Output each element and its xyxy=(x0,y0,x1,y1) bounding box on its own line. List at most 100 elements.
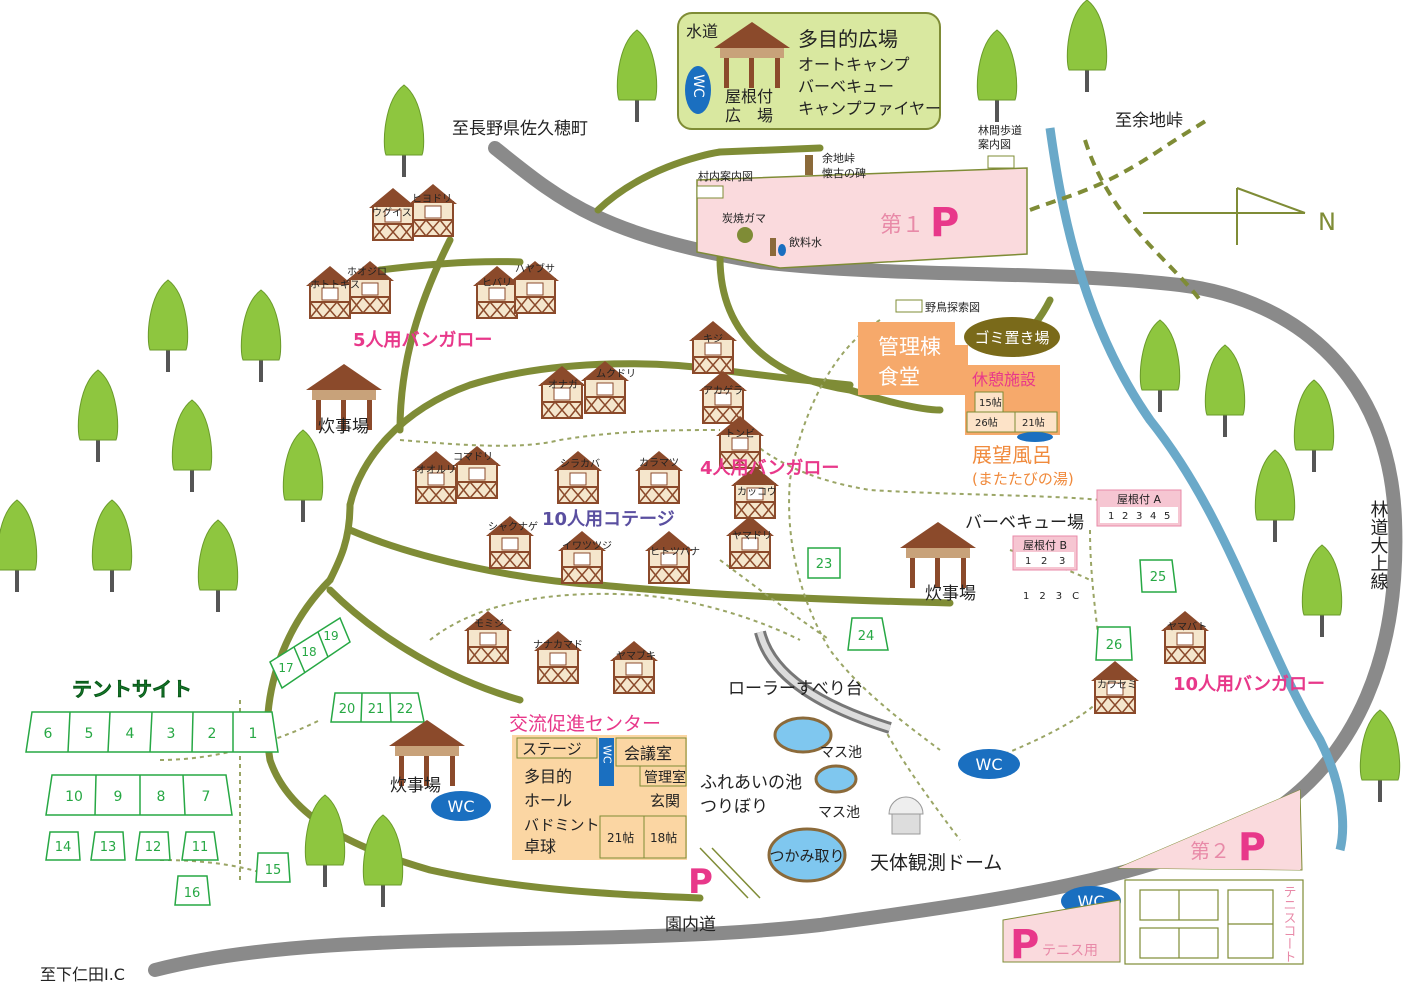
wc-center[interactable]: WC xyxy=(958,749,1020,779)
tent-site-13[interactable]: 13 xyxy=(100,840,117,855)
hut-label: ヒトツバナ xyxy=(650,546,700,558)
center-driveway xyxy=(699,847,761,899)
tent-site-14[interactable]: 14 xyxy=(55,840,72,855)
tennis-p: P xyxy=(1010,922,1039,968)
sites-17-19: 17 18 19 xyxy=(269,616,351,690)
parking2-label: 第２ xyxy=(1190,839,1230,863)
site-24[interactable]: 24 xyxy=(847,617,889,651)
roller-label: ローラーすべり台 xyxy=(728,679,863,699)
wc-tent[interactable]: WC xyxy=(431,791,491,821)
svg-text:WC: WC xyxy=(448,797,475,816)
center-hall-0: 多目的 xyxy=(524,767,572,786)
tent-kitchen-label: 炊事場 xyxy=(390,776,441,796)
site-23[interactable]: 23 xyxy=(807,547,841,579)
bath-title: 展望風呂 xyxy=(972,443,1052,467)
hut-yamabato[interactable] xyxy=(1160,610,1210,664)
hut-label: ホオジロ xyxy=(347,266,387,278)
hut-kiji[interactable] xyxy=(688,320,738,374)
site-15[interactable]: 15 xyxy=(255,852,291,883)
center-wc: WC xyxy=(601,745,614,764)
hut-hiyodori[interactable] xyxy=(408,183,458,237)
trail-map-icon xyxy=(987,155,1015,169)
kiln-label: 炭焼ガマ xyxy=(722,212,766,225)
hut-nanakamado[interactable] xyxy=(533,630,583,684)
tent-site-20[interactable]: 20 xyxy=(339,702,356,717)
tent-row-2 xyxy=(45,774,233,816)
tent-site-6[interactable]: 6 xyxy=(44,726,53,742)
bbq-roof-a[interactable]: 屋根付 A 1 2 3 4 5 xyxy=(1096,489,1182,527)
tennis-parking[interactable]: P テニス用 xyxy=(1002,899,1121,968)
wc-icon xyxy=(685,66,711,114)
hut-label: シラカバ xyxy=(560,458,600,470)
site-25[interactable]: 25 xyxy=(1139,559,1177,593)
site-26[interactable]: 26 xyxy=(1095,626,1133,661)
hut-label: カワセミ xyxy=(1097,679,1137,691)
catch-pond[interactable]: つかみ取り xyxy=(767,827,847,883)
center-stage: ステージ xyxy=(522,740,582,758)
bungalow4-group: キジ アカゲラ トンビ カッコウ ヤマドリ xyxy=(688,320,780,569)
sites-20-22: 20 21 22 xyxy=(330,692,425,723)
direction-yochitoge: 至余地峠 xyxy=(1115,111,1183,131)
hut-label: ヒヨドリ xyxy=(412,193,452,205)
site-16[interactable]: 16 xyxy=(174,875,211,906)
tent-site-19[interactable]: 19 xyxy=(323,629,338,643)
roller-slide[interactable] xyxy=(754,630,892,734)
hut-akagera[interactable] xyxy=(698,370,748,424)
tent-site-18[interactable]: 18 xyxy=(301,645,316,659)
svg-text:2: 2 xyxy=(1122,511,1128,522)
tent-row-1 xyxy=(25,711,279,753)
hut-yamabuki[interactable] xyxy=(609,640,659,694)
plaza-title: 多目的広場 xyxy=(798,27,898,51)
tent-row-1-labels: 6 5 4 3 2 1 xyxy=(44,726,258,742)
bath-sub: (またたびの湯) xyxy=(972,470,1074,488)
hut-hibari[interactable] xyxy=(472,265,522,319)
tent-site-4[interactable]: 4 xyxy=(126,726,135,742)
svg-text:つかみ取り: つかみ取り xyxy=(769,847,844,865)
parking-2[interactable]: 第２ P xyxy=(1117,789,1303,871)
tent-site-10[interactable]: 10 xyxy=(65,789,83,805)
tent-site-1[interactable]: 1 xyxy=(249,726,258,742)
tent-site-5[interactable]: 5 xyxy=(85,726,94,742)
garbage-area[interactable]: ゴミ置き場 xyxy=(964,317,1060,357)
center-building[interactable]: ステージ WC 会議室 多目的 ホール バドミントン 卓球 管理室 玄関 21帖… xyxy=(512,735,687,860)
office-building[interactable]: 管理棟 食堂 xyxy=(858,322,968,395)
svg-text:4: 4 xyxy=(1150,511,1156,522)
forest-road-label: 林道大上線 xyxy=(1368,500,1389,590)
tent-site-21[interactable]: 21 xyxy=(368,702,385,717)
tent-row-3-labels: 14 13 12 11 xyxy=(55,840,209,855)
multipurpose-plaza[interactable]: 水道 WC 屋根付 広 場 多目的広場 オートキャンプ バーベキュー キャンプフ… xyxy=(677,12,941,130)
parking-1[interactable]: 第１ P 村内案内図 余地峠 懐古の碑 炭焼ガマ 飲料水 林間歩道 案内図 xyxy=(696,123,1028,269)
bungalow5-title: 5人用バンガロー xyxy=(353,330,492,351)
trout-pond-1[interactable] xyxy=(773,716,833,754)
pond-label-0: ふれあいの池 xyxy=(700,773,802,793)
rest-facility[interactable]: 休憩施設 15帖 26帖 21帖 xyxy=(965,365,1060,442)
center-hall-2: バドミントン xyxy=(524,816,614,834)
tent-site-11[interactable]: 11 xyxy=(192,840,209,855)
village-map-icon xyxy=(696,185,724,199)
center-parking[interactable]: P xyxy=(688,862,713,902)
tent-site-8[interactable]: 8 xyxy=(157,789,166,805)
tent-site-2[interactable]: 2 xyxy=(208,726,217,742)
hut-iwatsutsuji[interactable] xyxy=(557,530,607,584)
cottage10-group: オナガ ムクドリ オオルリ コマドリ シラカバ カラマツ シャクナゲ イワツツジ… xyxy=(411,360,700,694)
hut-onaga[interactable] xyxy=(537,365,587,419)
tennis-courts[interactable] xyxy=(1124,879,1304,965)
bbq-label: バーベキュー場 xyxy=(965,513,1084,533)
hut-yamadori[interactable] xyxy=(725,515,775,569)
tent-site-7[interactable]: 7 xyxy=(202,789,211,805)
center-office: 管理室 xyxy=(644,769,686,786)
park-road-label: 園内道 xyxy=(665,915,716,935)
hut-label: カッコウ xyxy=(737,486,777,498)
office-line2: 食堂 xyxy=(878,365,920,389)
trout-pond-2[interactable] xyxy=(814,764,858,794)
tent-site-17[interactable]: 17 xyxy=(278,661,293,675)
village-map-label: 村内案内図 xyxy=(698,169,753,183)
tree-icons xyxy=(0,0,1401,908)
svg-text:5: 5 xyxy=(1164,511,1170,522)
tent-site-9[interactable]: 9 xyxy=(114,789,123,805)
tent-site-22[interactable]: 22 xyxy=(397,702,414,717)
tent-site-3[interactable]: 3 xyxy=(167,726,176,742)
svg-text:3: 3 xyxy=(1136,511,1142,522)
bbq-roof-b[interactable]: 屋根付 B 1 2 3 xyxy=(1012,535,1078,571)
tent-site-12[interactable]: 12 xyxy=(145,840,162,855)
